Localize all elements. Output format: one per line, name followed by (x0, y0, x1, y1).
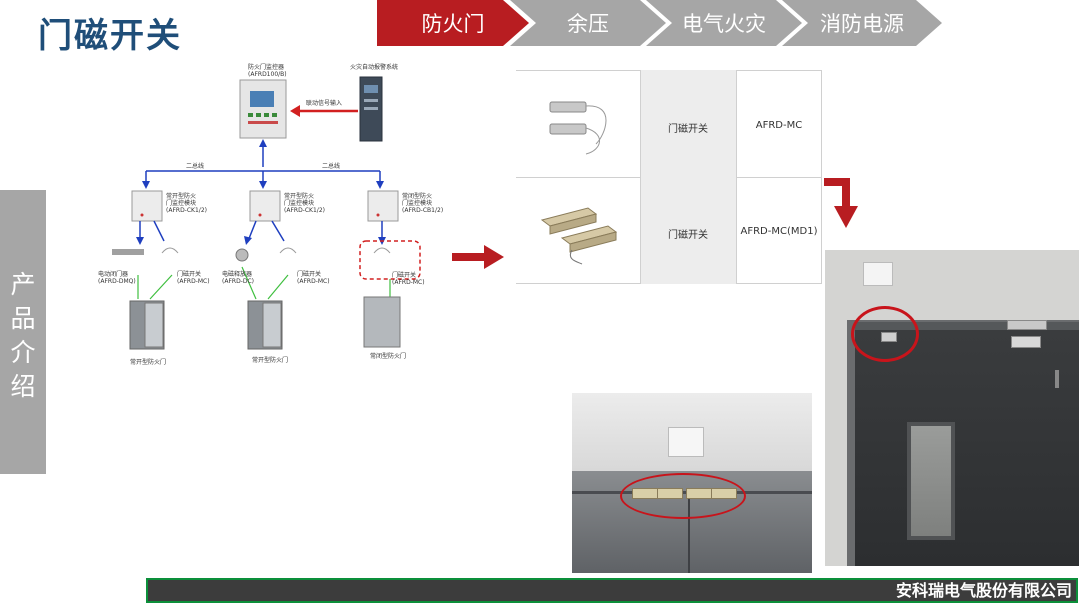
side-label-bar (0, 190, 46, 474)
door-label: 常开型防火门 (252, 357, 289, 364)
door-label: 常开型防火门 (130, 359, 167, 366)
bus-label-right: 二总线 (322, 163, 341, 170)
fire-system-label: 火灾自动报警系统 (350, 64, 399, 71)
tab-electrical-fire[interactable]: 电气火灾 (646, 0, 802, 46)
installed-sensor-photo (572, 393, 812, 573)
product-model: AFRD-MC(MD1) (740, 226, 818, 237)
monitor-name: 防火门监控器 (248, 64, 285, 71)
product-table: 门磁开关 AFRD-MC 门磁开关 AFRD-MC(MD1) (516, 70, 822, 284)
monitor-model: (AFRD100/B) (248, 71, 287, 78)
product-name: 门磁开关 (668, 124, 708, 135)
system-diagram (112, 76, 421, 350)
device-label: 门磁开关(AFRD-MC) (392, 272, 425, 286)
highlight-ellipse (620, 473, 746, 519)
tab-fire-door[interactable]: 防火门 (377, 0, 529, 46)
bus-label-left: 二总线 (186, 163, 205, 170)
tab-label: 防火门 (421, 12, 485, 36)
door-magnet-switch-image (540, 207, 618, 265)
tab-residual-pressure[interactable]: 余压 (510, 0, 666, 46)
door-magnet-switch-image (549, 101, 607, 155)
module-label: 常闭型防火门监控模块(AFRD-CB1/2) (402, 193, 444, 214)
side-label: 产品介绍 (10, 270, 36, 401)
linkage-signal-label: 联动信号输入 (306, 100, 343, 107)
product-model: AFRD-MC (755, 120, 803, 131)
footer-bar: 安科瑞电气股份有限公司 (146, 578, 1078, 603)
tab-fire-power[interactable]: 消防电源 (782, 0, 942, 46)
fire-door-photo (825, 250, 1079, 566)
device-label: 门磁开关(AFRD-MC) (177, 271, 210, 285)
device-label: 门磁开关(AFRD-MC) (297, 271, 330, 285)
company-name: 安科瑞电气股份有限公司 (895, 581, 1072, 600)
door-label: 常闭型防火门 (370, 353, 407, 360)
tab-label: 电气火灾 (682, 12, 766, 36)
page-title: 门磁开关 (38, 16, 182, 56)
tab-label: 余压 (567, 12, 609, 36)
product-name: 门磁开关 (668, 230, 708, 241)
device-label: 电动闭门器(AFRD-DMQ) (98, 271, 136, 285)
module-label: 常开型防火门监控模块(AFRD-CK1/2) (284, 193, 325, 214)
down-arrow-icon (824, 178, 858, 228)
tab-label: 消防电源 (820, 12, 904, 36)
device-label: 电磁释放器(AFRD-DC) (222, 271, 255, 285)
highlight-ellipse (851, 306, 919, 362)
module-label: 常开型防火门监控模块(AFRD-CK1/2) (166, 193, 207, 214)
right-arrow-icon (452, 245, 504, 269)
